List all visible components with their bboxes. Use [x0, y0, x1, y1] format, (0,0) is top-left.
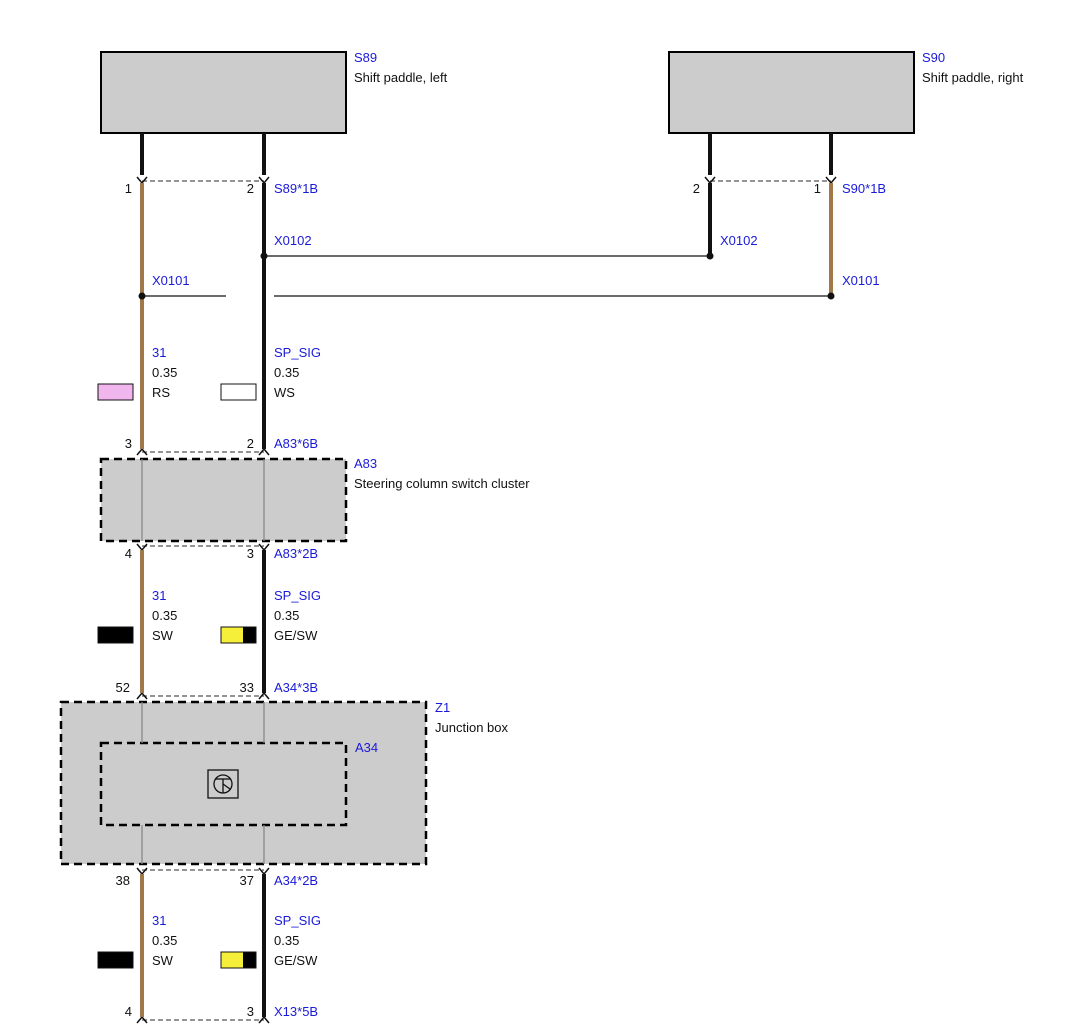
- transistor-icon: [207, 769, 239, 799]
- wire-signal-label: SP_SIG: [274, 588, 321, 603]
- s89-box: [100, 51, 347, 134]
- pin-a83-3: 3: [125, 436, 132, 451]
- wire-signal-label: 31: [152, 588, 166, 603]
- pin-a34-52: 52: [116, 680, 130, 695]
- wire-size-label: 0.35: [274, 365, 299, 380]
- connector-s90-1b: S90*1B: [842, 181, 886, 196]
- z1-name: Junction box: [435, 720, 508, 735]
- wire-color-label: SW: [152, 628, 174, 643]
- a83-name: Steering column switch cluster: [354, 476, 530, 491]
- splice-dot-x0101-right: [827, 292, 835, 300]
- pin-s89-2: 2: [247, 181, 254, 196]
- wire-color-label: RS: [152, 385, 170, 400]
- connector-a83-6b: A83*6B: [274, 436, 318, 451]
- s90-box: [668, 51, 915, 134]
- connector-a34-2b: A34*2B: [274, 873, 318, 888]
- pin-s90-2: 2: [693, 181, 700, 196]
- a83-box: [99, 457, 348, 543]
- pin-a83-2: 2: [247, 436, 254, 451]
- swatch-gesw-1: [220, 626, 257, 644]
- pin-x13-4: 4: [125, 1004, 132, 1019]
- z1-code: Z1: [435, 700, 450, 715]
- pin-chevrons: [136, 176, 837, 1024]
- splice-x0101-right: X0101: [842, 273, 880, 288]
- s89-name: Shift paddle, left: [354, 70, 448, 85]
- connector-a34-3b: A34*3B: [274, 680, 318, 695]
- wire-color-label: SW: [152, 953, 174, 968]
- wire-size-label: 0.35: [274, 933, 299, 948]
- connector-x13-5b: X13*5B: [274, 1004, 318, 1019]
- a83-code: A83: [354, 456, 377, 471]
- pin-a34-33: 33: [240, 680, 254, 695]
- swatch-sw-2: [97, 951, 134, 969]
- connector-s89-1b: S89*1B: [274, 181, 318, 196]
- pin-a34-38: 38: [116, 873, 130, 888]
- swatch-ws: [220, 383, 257, 401]
- pin-x13-3: 3: [247, 1004, 254, 1019]
- pin-a83-3b: 3: [247, 546, 254, 561]
- wire-signal-label: SP_SIG: [274, 913, 321, 928]
- wire-signal-label: 31: [152, 913, 166, 928]
- splice-x0102-left: X0102: [274, 233, 312, 248]
- pin-a34-37: 37: [240, 873, 254, 888]
- wire-signal-label: SP_SIG: [274, 345, 321, 360]
- swatch-gesw-2: [220, 951, 257, 969]
- wire-color-label: GE/SW: [274, 953, 318, 968]
- splice-dot-x0101-left: [138, 292, 146, 300]
- s90-code: S90: [922, 50, 945, 65]
- wire-size-label: 0.35: [152, 608, 177, 623]
- wire-color-label: WS: [274, 385, 295, 400]
- splice-x0102-right: X0102: [720, 233, 758, 248]
- swatch-sw-1: [97, 626, 134, 644]
- pin-a83-4: 4: [125, 546, 132, 561]
- s90-name: Shift paddle, right: [922, 70, 1024, 85]
- a34-code: A34: [355, 740, 378, 755]
- pin-s89-1: 1: [125, 181, 132, 196]
- s89-code: S89: [354, 50, 377, 65]
- splice-x0101-left: X0101: [152, 273, 190, 288]
- connector-a83-2b: A83*2B: [274, 546, 318, 561]
- wire-color-label: GE/SW: [274, 628, 318, 643]
- wire-size-label: 0.35: [152, 933, 177, 948]
- swatch-rs: [97, 383, 134, 401]
- wire-signal-label: 31: [152, 345, 166, 360]
- wire-size-label: 0.35: [152, 365, 177, 380]
- wire-size-label: 0.35: [274, 608, 299, 623]
- pin-s90-1: 1: [814, 181, 821, 196]
- splice-dot-x0102-right: [706, 252, 714, 260]
- splice-dot-x0102-left: [260, 252, 268, 260]
